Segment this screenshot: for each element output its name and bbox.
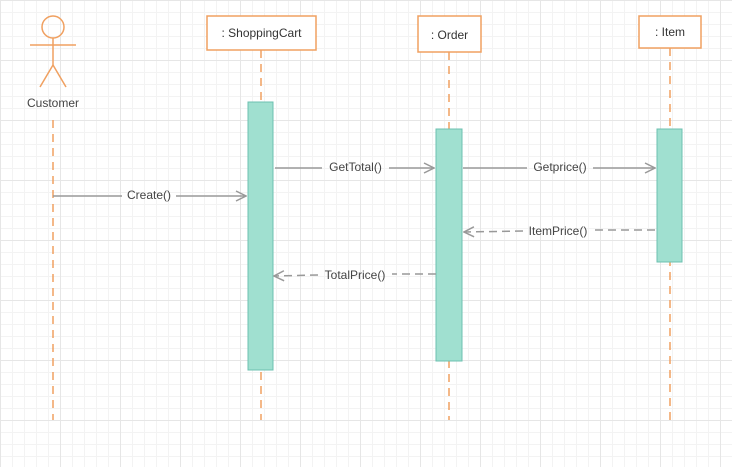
object-item[interactable]: : Item — [638, 15, 702, 49]
create-message-label: Create() — [127, 188, 171, 202]
get-total-message-label: GetTotal() — [329, 160, 382, 174]
order-activation — [435, 128, 463, 362]
shopping-cart-activation — [247, 101, 274, 371]
total-price-message-arrow — [274, 275, 319, 276]
object-order[interactable]: : Order — [417, 15, 482, 53]
item-price-message-label: ItemPrice() — [529, 224, 588, 238]
actor-label: Customer — [27, 96, 79, 110]
item-price-message-arrow — [464, 231, 524, 232]
get-price-message-label: Getprice() — [533, 160, 586, 174]
object-shopping-cart[interactable]: : ShoppingCart — [206, 15, 317, 51]
total-price-message-label: TotalPrice() — [325, 268, 386, 282]
object-item-label: : Item — [655, 25, 685, 39]
object-order-label: : Order — [431, 28, 468, 42]
item-activation — [656, 128, 683, 263]
stick-figure-icon — [30, 15, 76, 88]
object-shopping-cart-label: : ShoppingCart — [221, 26, 302, 40]
